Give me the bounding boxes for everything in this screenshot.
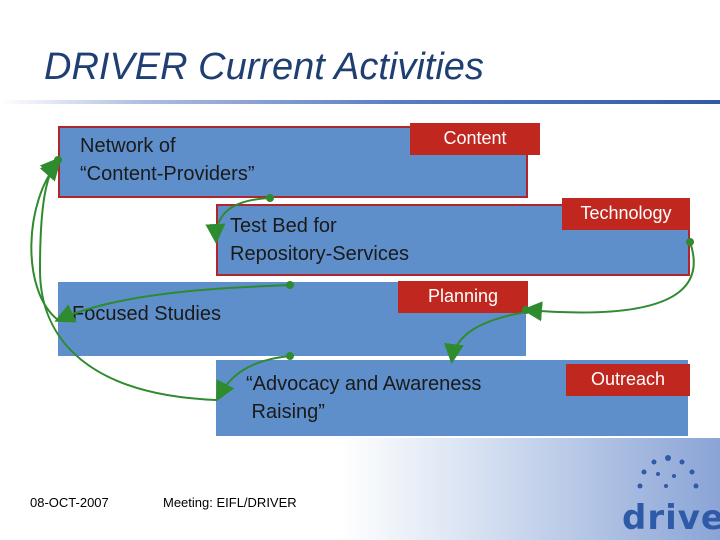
planning-tag: Planning (398, 281, 528, 313)
footer-band (340, 438, 720, 540)
arrow-advocacy-to-network (38, 156, 217, 401)
focused-line1: Focused Studies (72, 303, 221, 325)
arrow-testbed-to-focused (54, 284, 291, 323)
arrow-focused-loop (30, 160, 61, 321)
outreach-tag: Outreach (566, 364, 690, 396)
driver-logo-text: driver (622, 498, 720, 538)
advocacy-line1: “Advocacy and Awareness (246, 373, 482, 395)
testbed-line2: Repository-Services (230, 243, 409, 265)
title-underline (0, 100, 720, 104)
arrow-technology-to-planning (522, 241, 695, 322)
testbed-line1: Test Bed for (230, 215, 337, 237)
footer-meeting: Meeting: EIFL/DRIVER (163, 495, 297, 510)
advocacy-line2: Raising” (246, 401, 325, 423)
slide-title: DRIVER Current Activities (44, 46, 484, 88)
arrow-network-to-testbed (205, 197, 271, 244)
network-line1: Network of (80, 135, 176, 157)
content-tag: Content (410, 123, 540, 155)
footer-date: 08-OCT-2007 (30, 495, 109, 510)
driver-logo: driver (618, 446, 720, 538)
technology-tag: Technology (562, 198, 690, 230)
network-line2: “Content-Providers” (80, 163, 255, 185)
arrow-focused-to-advocacy (216, 355, 291, 402)
arrow-planning-to-outreach (443, 311, 527, 364)
